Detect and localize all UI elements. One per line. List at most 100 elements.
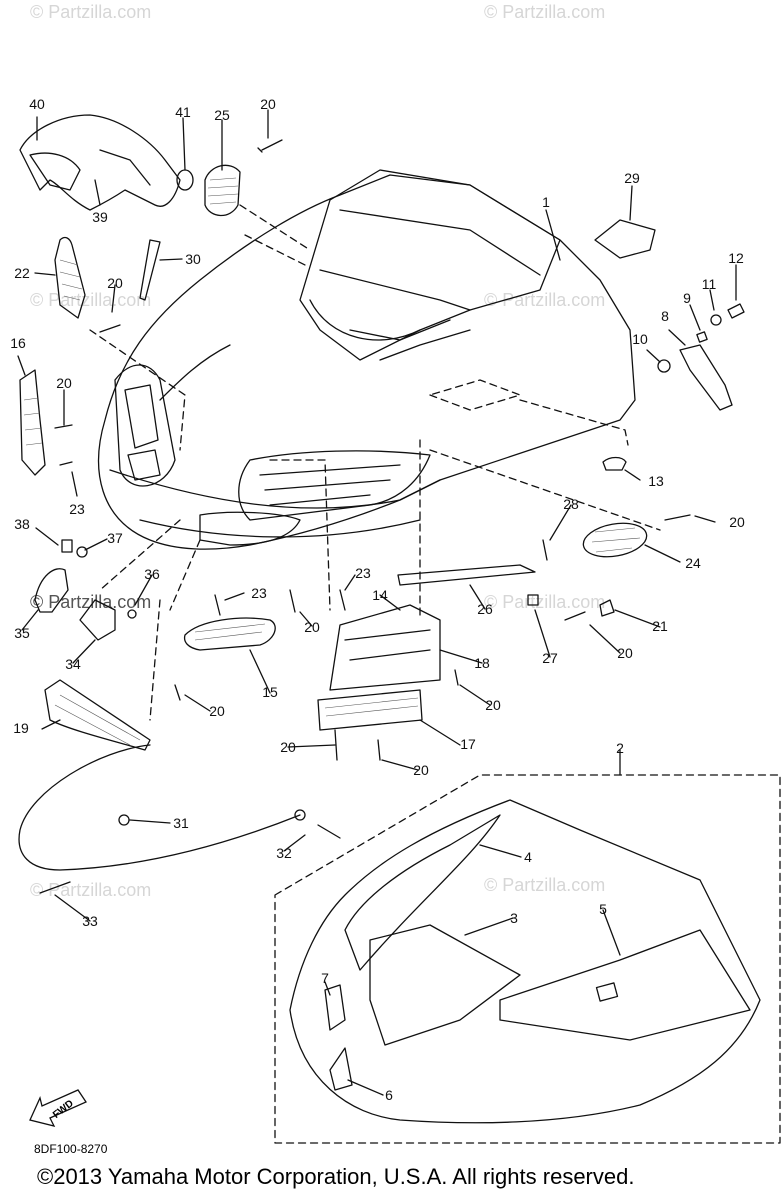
part-8-bracket [679, 344, 733, 411]
part-25-emblem [204, 164, 241, 217]
watermark-mid-right: © Partzilla.com [484, 290, 606, 310]
watermark-lower-right: © Partzilla.com [484, 592, 606, 612]
callout-11: 11 [701, 276, 717, 292]
callout-1: 1 [542, 194, 550, 210]
lower-hood-outline [289, 799, 761, 1124]
part-15-grille [183, 617, 276, 651]
fastener-23-15 [214, 594, 221, 616]
part-3-insert [369, 924, 521, 1046]
callout-36: 36 [144, 566, 160, 582]
callout-20: 20 [209, 703, 225, 719]
callout-16: 16 [10, 335, 26, 351]
part-32-screw [317, 824, 341, 839]
callout-20: 20 [729, 514, 745, 530]
fastener-23-14 [339, 589, 346, 611]
part-29-plate [594, 219, 656, 259]
callout-3: 3 [510, 910, 518, 926]
callout-24: 24 [685, 555, 701, 571]
callout-23: 23 [69, 501, 85, 517]
callout-4: 4 [524, 849, 532, 865]
callout-41: 41 [175, 104, 191, 120]
callout-18: 18 [474, 655, 490, 671]
copyright-notice: ©2013 Yamaha Motor Corporation, U.S.A. A… [37, 1164, 635, 1189]
callout-20: 20 [304, 619, 320, 635]
part-38-screw [61, 539, 73, 553]
callout-31: 31 [173, 815, 189, 831]
part-11-washer [710, 314, 722, 326]
callout-37: 37 [107, 530, 123, 546]
part-39-40-bracket [19, 114, 181, 211]
part-19-grille [44, 679, 151, 751]
callout-10: 10 [632, 331, 648, 347]
fastener-23-16 [59, 461, 73, 466]
callout-22: 22 [14, 265, 30, 281]
fastener-20-top [257, 139, 283, 153]
fastener-28 [542, 539, 548, 561]
callout-17: 17 [460, 736, 476, 752]
part-21-clip [599, 599, 615, 617]
callout-5: 5 [599, 901, 607, 917]
part-27-nut [527, 594, 539, 606]
fastener-20-17a [334, 729, 338, 761]
part-14-panel [329, 604, 441, 691]
part-34-bracket [79, 599, 116, 641]
callout-7: 7 [321, 970, 329, 986]
callout-8: 8 [661, 308, 669, 324]
part-7-bracket [324, 984, 346, 1031]
callout-38: 38 [14, 516, 30, 532]
fastener-20-16 [54, 424, 73, 429]
callout-9: 9 [683, 290, 691, 306]
callout-32: 32 [276, 845, 292, 861]
part-31-eyelet [118, 814, 130, 826]
callout-20: 20 [413, 762, 429, 778]
callout-20: 20 [56, 375, 72, 391]
callout-19: 19 [13, 720, 29, 736]
callout-20: 20 [617, 645, 633, 661]
callout-28: 28 [563, 496, 579, 512]
part-30-strap [139, 239, 161, 301]
part-13-rivet [602, 456, 627, 471]
callout-27: 27 [542, 650, 558, 666]
part-37-nut [76, 546, 88, 558]
part-35-bracket [34, 568, 69, 613]
part-32-eyelet [294, 809, 306, 821]
part-4-trim [344, 814, 501, 971]
fastener-20-17b [377, 739, 381, 761]
callout-23: 23 [251, 585, 267, 601]
callout-35: 35 [14, 625, 30, 641]
part-2-assembly-box [274, 774, 781, 1144]
fwd-arrow-icon [29, 1089, 87, 1127]
fastener-20-18 [454, 669, 459, 686]
watermark-top-left: © Partzilla.com [30, 2, 152, 22]
fastener-20-21 [564, 611, 586, 621]
part-33-screw [39, 881, 71, 894]
hood-side-louvers [238, 450, 431, 521]
callout-20: 20 [485, 697, 501, 713]
part-6-bracket [329, 1047, 353, 1091]
watermark-bottom-right: © Partzilla.com [484, 875, 606, 895]
part-26-strip [397, 564, 536, 586]
hood-top-panel [299, 169, 561, 361]
part-5-insert [499, 929, 751, 1041]
part-10-nut [657, 359, 671, 373]
callout-34: 34 [65, 656, 81, 672]
callout-26: 26 [477, 601, 493, 617]
part-16-mesh [19, 369, 46, 476]
diagram-code: 8DF100-8270 [34, 1142, 108, 1156]
part-17-grille [317, 689, 423, 731]
part-22-mesh [54, 236, 86, 319]
callout-6: 6 [385, 1087, 393, 1103]
callout-2: 2 [616, 740, 624, 756]
callout-13: 13 [648, 473, 664, 489]
fastener-20-15 [289, 589, 296, 613]
callout-20: 20 [260, 96, 276, 112]
part-9-collar [696, 331, 708, 343]
callout-40: 40 [29, 96, 45, 112]
callout-20: 20 [107, 275, 123, 291]
fastener-20-22 [99, 324, 121, 333]
hood-front-vent [114, 364, 176, 487]
fastener-20-19 [174, 684, 181, 701]
callout-33: 33 [82, 913, 98, 929]
